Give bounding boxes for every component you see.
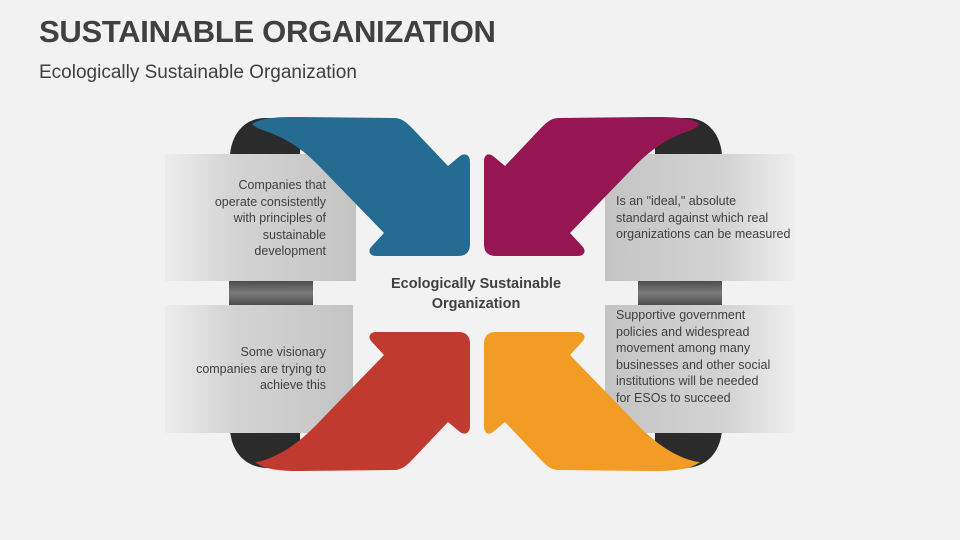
center-label-line: Organization <box>431 296 521 312</box>
text-line: operate consistently <box>214 194 326 209</box>
arrow-up-right-icon <box>255 332 470 471</box>
text-line: movement among many <box>616 341 751 355</box>
text-line: companies are trying to <box>196 361 326 376</box>
arrow-up-left-icon <box>484 332 700 471</box>
slide-subtitle: Ecologically Sustainable Organization <box>39 62 357 83</box>
card-top-right-bg <box>605 154 795 281</box>
arrow-down-left-icon <box>484 117 700 256</box>
card-bottom-right-bg <box>605 305 795 433</box>
card-bottom-left-text: Some visionary companies are trying to a… <box>170 344 326 394</box>
slide-title: SUSTAINABLE ORGANIZATION <box>39 14 496 49</box>
text-line: Supportive government <box>616 308 746 322</box>
card-top-right-text: Is an "ideal," absolute standard against… <box>616 193 796 243</box>
text-line: organizations can be measured <box>616 227 791 241</box>
text-line: with principles of <box>233 211 326 225</box>
left-connector-bar <box>229 281 313 305</box>
text-line: policies and widespread <box>616 324 750 339</box>
card-bottom-left-bg <box>165 305 353 433</box>
card-top-left-text: Companies that operate consistently with… <box>170 177 326 260</box>
right-connector-bar <box>638 281 722 305</box>
text-line: for ESOs to succeed <box>616 390 731 405</box>
card-bottom-right-text: Supportive government policies and wides… <box>616 307 796 406</box>
center-label-line: Ecologically Sustainable <box>390 276 562 292</box>
text-line: achieve this <box>259 378 326 392</box>
text-line: institutions will be needed <box>616 374 759 388</box>
text-line: development <box>254 244 326 258</box>
card-top-left-bg <box>165 154 356 281</box>
center-label: Ecologically Sustainable Organization <box>370 274 582 314</box>
text-line: Is an "ideal," absolute <box>616 194 737 208</box>
text-line: Companies that <box>238 178 326 192</box>
text-line: standard against which real <box>616 210 769 225</box>
text-line: sustainable <box>262 227 326 242</box>
text-line: businesses and other social <box>616 357 771 372</box>
arrow-down-right-icon <box>252 117 470 256</box>
text-line: Some visionary <box>240 345 326 359</box>
